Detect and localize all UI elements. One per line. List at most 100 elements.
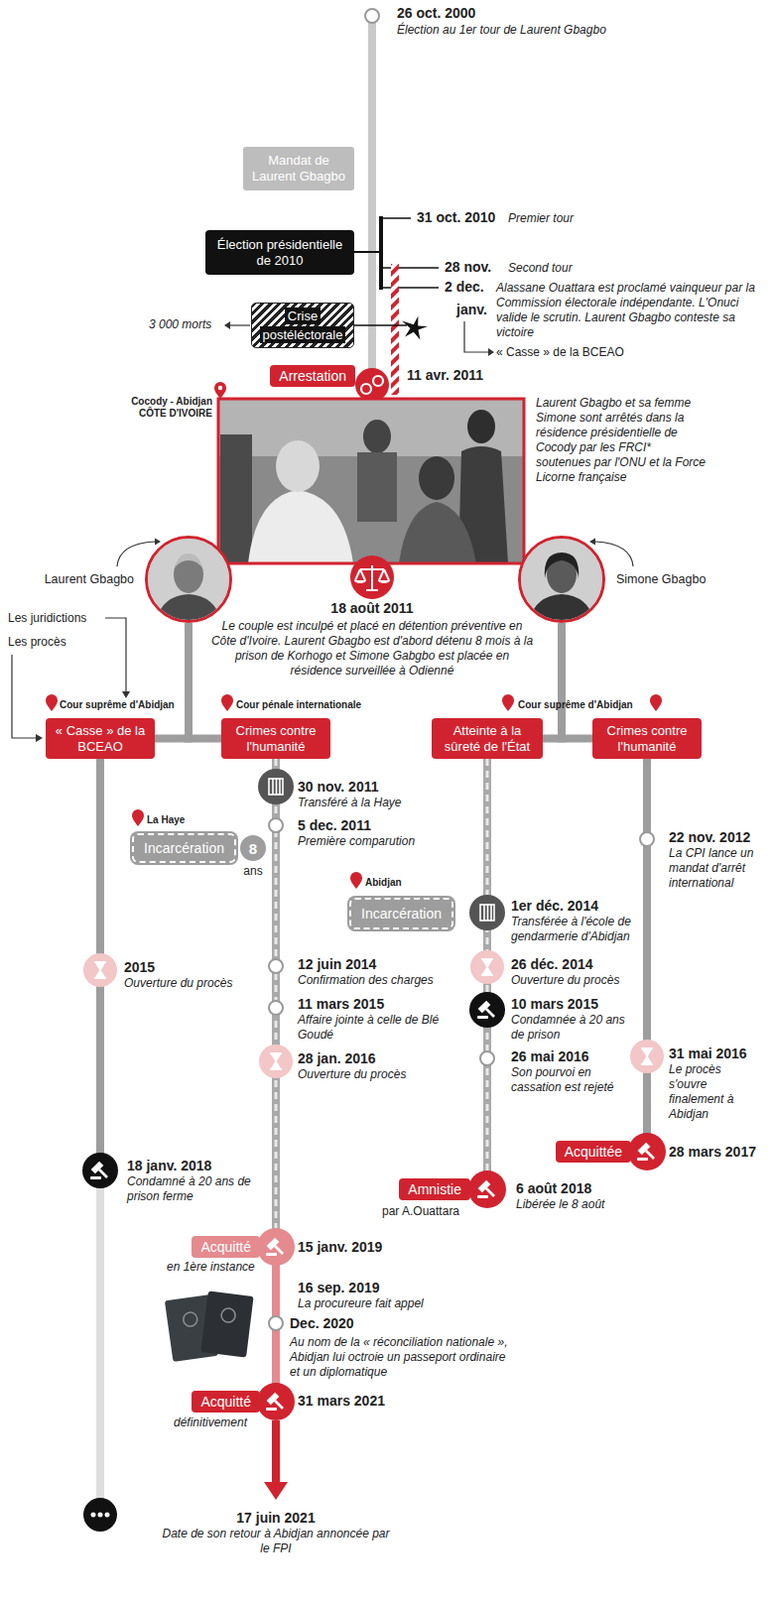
date-label: 11 avr. 2011: [406, 367, 484, 385]
location-pin: [214, 382, 227, 399]
arrow-head: [35, 734, 43, 743]
event-note: Premier tour: [508, 211, 574, 227]
verdict-icon: [90, 1161, 108, 1180]
incarceration-box: Incarcération: [131, 833, 237, 864]
date-label: 16 sep. 2019: [297, 1280, 381, 1297]
arrow-head: [224, 321, 231, 330]
connector-line: [631, 759, 647, 1153]
date-label: janv.: [456, 301, 488, 319]
burst-icon: [401, 316, 428, 341]
more-icon: [98, 1513, 104, 1519]
location-pin: [218, 386, 223, 390]
justice-icon: [378, 580, 390, 584]
date-label: 18 janv. 2018: [127, 1158, 212, 1175]
election-bracket: [379, 216, 384, 290]
leader-line: [354, 251, 382, 254]
verdict-icon: [637, 1143, 654, 1161]
place-label: Cocody - Abidjan: [95, 395, 213, 408]
more-icon: [83, 1498, 118, 1533]
box-label: Crimes contre l'humanité: [229, 723, 323, 756]
note-label: Les juridictions: [7, 611, 87, 627]
event-note: La procureure fait appel: [297, 1296, 424, 1312]
verdict-icon: [477, 1180, 495, 1199]
arrow-head: [154, 538, 161, 546]
pill-label: Amnistie: [407, 1181, 462, 1198]
date-label: 30 nov. 2011: [297, 778, 379, 796]
date-label: 28 jan. 2016: [297, 1050, 377, 1068]
date-label: 28 mars 2017: [668, 1144, 757, 1161]
event-note: Son pourvoi en cassation est rejeté: [511, 1065, 621, 1096]
crisis-bar: [390, 263, 399, 395]
date-label: 2 dec.: [444, 278, 485, 296]
trial-icon: [258, 1044, 293, 1079]
trial-icon: [641, 1047, 653, 1066]
event-note: définitivement: [173, 1416, 248, 1431]
date-label: 11 mars 2015: [297, 996, 385, 1014]
date-label: 2015: [124, 959, 155, 977]
justice-icon: [350, 555, 394, 600]
arrow-head: [488, 348, 495, 357]
connector: [154, 623, 189, 740]
event-note: Ouverture du procès: [124, 976, 233, 992]
event-pill: Arrestation: [269, 365, 356, 387]
date-label: 31 mars 2021: [297, 1393, 386, 1411]
trial-icon: [83, 953, 118, 988]
leader-line: [464, 321, 489, 353]
pill-label: Acquitté: [200, 1394, 252, 1411]
date-label: 12 juin 2014: [297, 956, 377, 974]
date-label: 5 dec. 2011: [297, 817, 372, 835]
charge-box: Crimes contre l'humanité: [221, 718, 331, 760]
prison-icon: [268, 778, 283, 795]
arrest-photo: [218, 398, 524, 564]
box-label: Atteinte à la sûreté de l'État: [439, 723, 535, 756]
verdict-icon: [628, 1133, 666, 1171]
period-box: Mandat de Laurent Gbagbo: [243, 146, 355, 191]
event-note: Libérée le 8 août: [515, 1197, 605, 1213]
timeline-dot: [268, 1001, 283, 1016]
place-label: La Haye: [146, 814, 185, 827]
location-pin: [221, 694, 234, 712]
leader-line: [354, 324, 407, 327]
more-icon: [91, 1513, 97, 1519]
date-label: 15 janv. 2019: [297, 1239, 383, 1257]
connector: [631, 759, 647, 1153]
justice-icon: [355, 565, 389, 591]
handcuff-icon: [373, 376, 384, 387]
portrait-photo: [520, 538, 603, 621]
event-note: Le procès s'ouvre finalement à Abidjan: [668, 1062, 751, 1123]
trial-icon: [481, 958, 494, 977]
location-pin: [45, 694, 58, 712]
event-note: Confirmation des charges: [297, 973, 434, 989]
pointer-line: [105, 618, 127, 693]
box-label: Incarcération: [143, 840, 225, 857]
pill-label: Acquitté: [200, 1239, 252, 1256]
verdict-icon: [265, 1238, 283, 1257]
handcuff-icon: [355, 368, 389, 402]
verdict-pill: Acquitté: [191, 1236, 260, 1259]
person-name: Laurent Gbagbo: [44, 572, 134, 587]
connector-line: [154, 623, 189, 740]
event-note: Condamné à 20 ans de prison ferme: [127, 1174, 252, 1205]
box-label: Incarcération: [361, 905, 442, 922]
justice-icon: [354, 580, 367, 584]
date-label: Dec. 2020: [289, 1315, 355, 1333]
date-label: 26 oct. 2000: [396, 4, 476, 22]
event-note: Transféré à la Haye: [297, 795, 402, 811]
arrow-head: [122, 691, 130, 699]
event-note: 3 000 morts: [148, 317, 212, 333]
box-label: Mandat de Laurent Gbagbo: [249, 152, 349, 185]
location-pin: [131, 809, 144, 827]
crisis-box: Crise postéléctorale: [251, 302, 355, 349]
box-label: « Casse » de la BCEAO: [53, 723, 147, 756]
connector-line: [561, 623, 593, 740]
event-box: Élection présidentielle de 2010: [205, 230, 355, 275]
event-note: Alassane Ouattara est proclamé vainqueur…: [496, 280, 765, 341]
event-note: Transférée à l'école de gendarmerie d'Ab…: [511, 914, 639, 945]
timeline-dot: [480, 1051, 495, 1066]
event-note: Ouverture du procès: [297, 1067, 406, 1083]
event-note: Au nom de la « réconciliation nationale …: [289, 1335, 514, 1381]
pill-label: Acquittée: [564, 1144, 623, 1160]
box-label: 8: [249, 840, 258, 858]
verdict-pill: Acquitté: [191, 1391, 260, 1414]
